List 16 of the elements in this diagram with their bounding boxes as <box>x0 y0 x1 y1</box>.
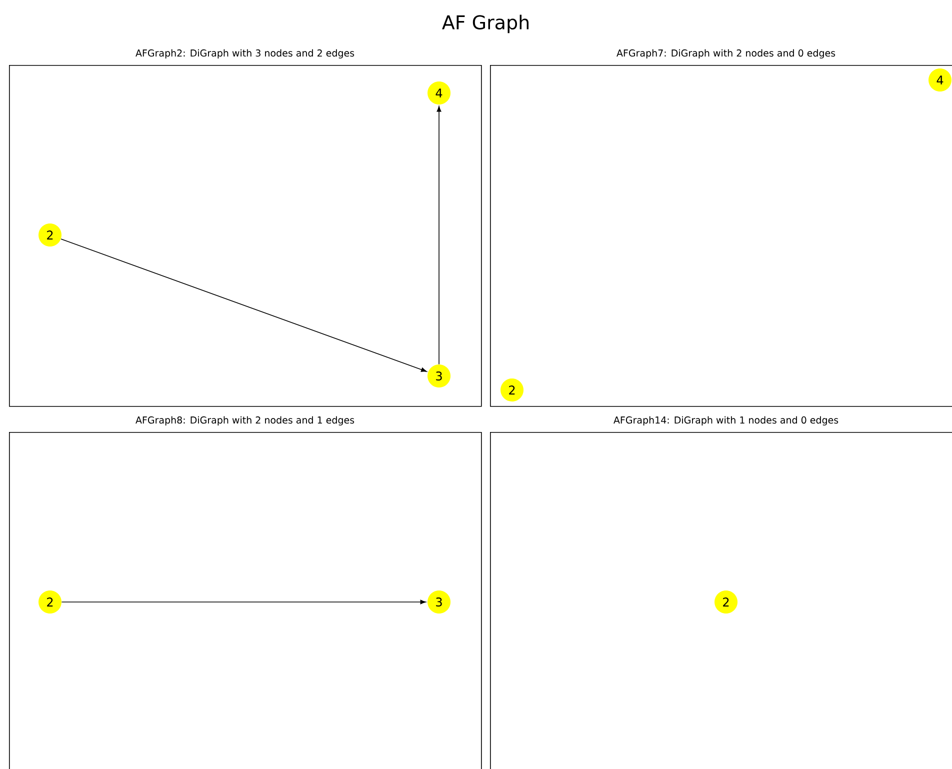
chart-title: AF Graph <box>442 14 528 34</box>
graph-node: 4 <box>928 68 952 92</box>
panel-title: AFGraph8: DiGraph with 2 nodes and 1 edges <box>136 416 354 426</box>
graph-node: 2 <box>500 378 524 402</box>
graph-node: 3 <box>428 364 450 388</box>
panel-title: AFGraph7: DiGraph with 2 nodes and 0 edges <box>616 49 836 58</box>
arrow <box>60 238 427 372</box>
panel-title: AFGraph2: DiGraph with 3 nodes and 2 edges <box>136 49 354 58</box>
graph-node: 4 <box>428 82 450 104</box>
graph-node: 2 <box>38 224 62 246</box>
graph-node: 2 <box>714 590 738 614</box>
arrow <box>61 600 426 604</box>
panel-title: AFGraph14: DiGraph with 1 nodes and 0 edges <box>614 416 838 426</box>
arrow <box>436 106 442 365</box>
graph-node: 2 <box>38 590 62 614</box>
graph-node: 3 <box>428 590 450 614</box>
